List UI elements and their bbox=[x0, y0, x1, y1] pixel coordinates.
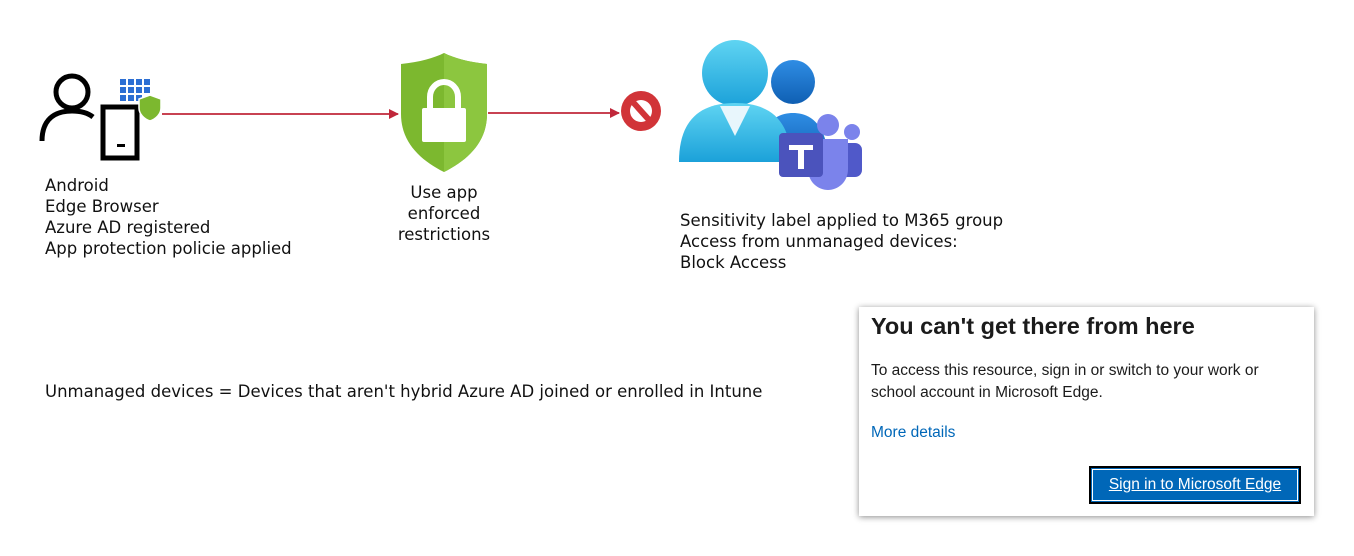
lock-icon bbox=[422, 78, 466, 142]
policy-line: Use app bbox=[410, 183, 478, 202]
device-line: Android bbox=[45, 176, 109, 195]
policy-label: Use app enforced restrictions bbox=[374, 182, 514, 245]
teams-icon bbox=[779, 114, 862, 190]
user-icon bbox=[39, 73, 95, 142]
dialog-body: To access this resource, sign in or swit… bbox=[871, 362, 1259, 401]
group-users-icon bbox=[679, 40, 862, 190]
shield-icon bbox=[138, 94, 162, 122]
device-label: Android Edge Browser Azure AD registered… bbox=[45, 175, 292, 259]
block-icon bbox=[621, 91, 661, 131]
unmanaged-definition: Unmanaged devices = Devices that aren't … bbox=[45, 382, 763, 401]
access-blocked-dialog: You can't get there from here To access … bbox=[859, 307, 1314, 516]
device-user-icon bbox=[39, 73, 162, 161]
dialog-title: You can't get there from here bbox=[871, 313, 1195, 339]
sign-in-edge-button[interactable]: Sign in to Microsoft Edge bbox=[1089, 466, 1301, 504]
resource-line: Sensitivity label applied to M365 group bbox=[680, 211, 1004, 230]
resource-line: Access from unmanaged devices: bbox=[680, 232, 958, 251]
resource-label: Sensitivity label applied to M365 group … bbox=[680, 210, 1003, 273]
policy-line: enforced bbox=[407, 204, 481, 223]
button-focus-ring bbox=[1092, 469, 1298, 501]
resource-line: Block Access bbox=[680, 253, 787, 272]
device-line: App protection policie applied bbox=[45, 239, 292, 258]
app-grid-icon bbox=[120, 79, 150, 101]
lock-shield-icon bbox=[401, 53, 487, 172]
more-details-link[interactable]: More details bbox=[871, 424, 956, 441]
policy-line: restrictions bbox=[397, 225, 491, 244]
device-line: Azure AD registered bbox=[45, 218, 211, 237]
phone-icon bbox=[100, 104, 140, 161]
sign-in-edge-button-label: Sign in to Microsoft Edge bbox=[1108, 476, 1282, 493]
device-line: Edge Browser bbox=[45, 197, 159, 216]
